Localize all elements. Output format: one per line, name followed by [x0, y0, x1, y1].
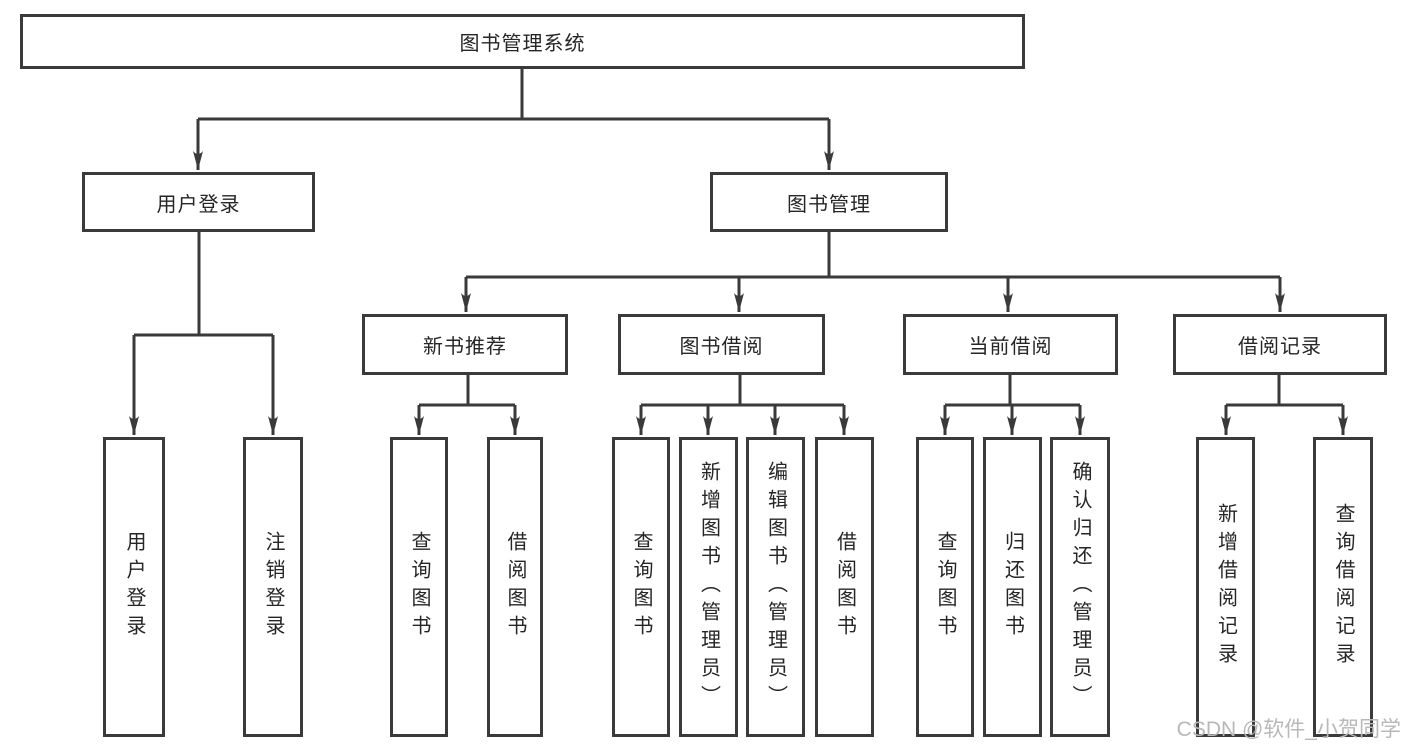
node-label: 查询图书 [630, 531, 652, 643]
leaf-user-login: 用户登录 [103, 437, 165, 737]
node-label: 用户登录 [156, 193, 241, 216]
leaf-records-add-record: 新增借阅记录 [1196, 437, 1255, 737]
node-label: 借阅记录 [1238, 336, 1322, 358]
node-label: 新增借阅记录 [1214, 503, 1237, 671]
node-label: 新书推荐 [423, 336, 507, 358]
leaf-borrow-borrow-books: 借阅图书 [815, 437, 874, 737]
node-label: 用户登录 [123, 531, 145, 643]
leaf-logout: 注销登录 [243, 437, 303, 737]
node-label: 借阅图书 [504, 531, 526, 643]
node-label: 归还图书 [1001, 531, 1024, 643]
node-new-book-recommend: 新书推荐 [362, 314, 568, 375]
node-label: 注销登录 [262, 531, 284, 643]
node-library-management-system: 图书管理系统 [20, 14, 1025, 69]
node-label: 图书管理系统 [459, 33, 586, 55]
node-label: 图书借阅 [679, 336, 764, 358]
node-label: 新增图书（管理员） [697, 461, 720, 713]
node-label: 查询图书 [408, 531, 430, 643]
node-label: 编辑图书（管理员） [764, 461, 787, 713]
node-label: 确认归还（管理员） [1069, 461, 1091, 713]
node-user-login: 用户登录 [82, 172, 315, 232]
leaf-newbooks-query-books: 查询图书 [390, 437, 448, 737]
leaf-current-confirm-return-admin: 确认归还（管理员） [1050, 437, 1110, 737]
node-label: 图书管理 [787, 193, 871, 216]
leaf-borrow-add-books-admin: 新增图书（管理员） [679, 437, 738, 737]
node-book-management: 图书管理 [710, 172, 948, 232]
leaf-borrow-edit-books-admin: 编辑图书（管理员） [746, 437, 805, 737]
node-label: 查询图书 [934, 531, 956, 643]
leaf-borrow-query-books: 查询图书 [612, 437, 670, 737]
leaf-current-query-books: 查询图书 [916, 437, 974, 737]
node-current-borrowing: 当前借阅 [903, 314, 1118, 375]
leaf-current-return-books: 归还图书 [983, 437, 1042, 737]
leaf-newbooks-borrow-books: 借阅图书 [487, 437, 543, 737]
node-label: 当前借阅 [968, 336, 1053, 358]
node-book-borrowing: 图书借阅 [618, 314, 825, 375]
node-borrowing-records: 借阅记录 [1173, 314, 1387, 375]
node-label: 借阅图书 [833, 531, 856, 643]
csdn-watermark: CSDN @软件_小贺同学 [1176, 718, 1401, 741]
leaf-records-query-record: 查询借阅记录 [1313, 437, 1373, 737]
node-label: 查询借阅记录 [1332, 503, 1354, 671]
